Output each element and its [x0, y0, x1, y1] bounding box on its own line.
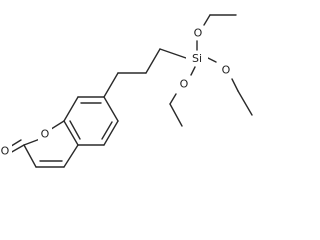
bond-ch2-ch3-right: [237, 90, 253, 116]
ethoxy-oxygen-top-label: O: [194, 27, 203, 40]
atom-ethoxy-oxygen-top: O: [191, 26, 205, 40]
bond-c4-c4a: [63, 144, 79, 168]
atom-silicon: Si: [186, 51, 208, 66]
atom-ethoxy-oxygen-right: O: [219, 63, 233, 77]
bond-chain3-si: [159, 48, 187, 59]
atom-ethoxy-oxygen-bottom: O: [177, 77, 191, 91]
bond-c5-c6: [103, 120, 119, 146]
atom-carbonyl-oxygen: O: [0, 144, 12, 158]
bond-c2-c3: [23, 144, 37, 168]
bond-o-bottom-ch2: [169, 93, 177, 105]
bond-lines: [7, 14, 253, 168]
silicon-label: Si: [192, 52, 202, 65]
ring-oxygen-label: O: [41, 128, 50, 141]
bond-o-top-ch2: [203, 14, 211, 26]
bond-si-o-right: [207, 57, 217, 63]
bond-o-right-ch2: [231, 78, 239, 92]
bond-c6-c7: [103, 96, 119, 122]
ethoxy-oxygen-bottom-label: O: [180, 78, 189, 91]
bond-c4a-c8a: [63, 120, 79, 146]
bond-ch2-ch3-bottom: [169, 103, 183, 127]
atom-labels: O O Si O O O: [0, 26, 233, 158]
bond-chain2-chain3: [145, 48, 161, 74]
carbonyl-oxygen-label: O: [1, 145, 10, 158]
ethoxy-oxygen-right-label: O: [222, 64, 231, 77]
bond-c2-carbonyl-double-1: [9, 144, 25, 154]
chemical-structure-diagram: O O Si O O O: [0, 14, 253, 168]
bond-c7-chain1: [103, 72, 119, 98]
bond-si-o-bottom: [190, 66, 196, 76]
bond-o1-c2: [23, 138, 41, 146]
atom-ring-oxygen: O: [38, 127, 52, 141]
bond-c8a-c4a-inner: [69, 120, 81, 140]
bond-c5-c6-inner: [101, 121, 113, 140]
bond-c8-c8a: [63, 96, 79, 122]
